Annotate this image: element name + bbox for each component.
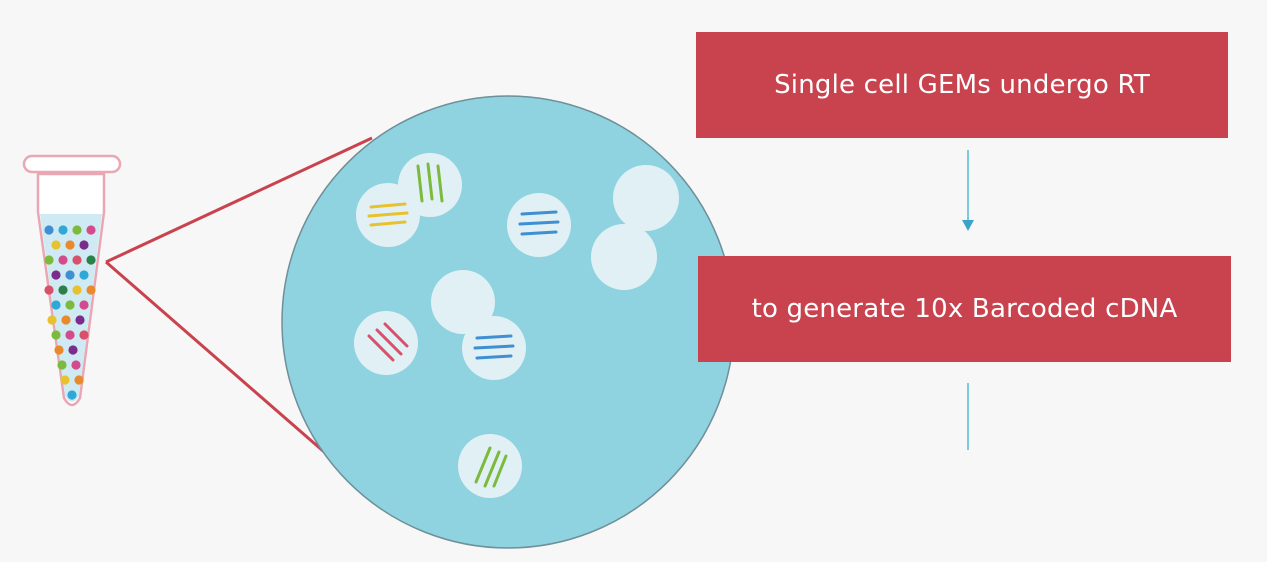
tube-bead [51,270,61,280]
tube-bead [86,285,96,295]
gem-empty-middle [431,270,495,334]
tube-bead [54,345,64,355]
tube-bead [51,240,61,250]
tube-bead [68,345,78,355]
step-label-barcoded-cdna: to generate 10x Barcoded cDNA [751,294,1178,324]
tube-bead [58,255,68,265]
tube-bead [51,330,61,340]
tube-bead [51,300,61,310]
cdna-strands [367,162,560,488]
flow-arrow-head [962,220,974,231]
tube-bead [65,300,75,310]
tube-bead [65,330,75,340]
tube-bead [86,225,96,235]
strands-yellow [367,202,409,227]
step-box-barcoded-cdna: to generate 10x Barcoded cDNA [698,256,1231,362]
tube-bead [61,315,71,325]
tube-bead [67,390,77,400]
tube-bead [79,330,89,340]
tube-bead [58,285,68,295]
tube-bead [86,255,96,265]
tube-bead [65,270,75,280]
tube-bead [72,255,82,265]
step-label-rt: Single cell GEMs undergo RT [774,70,1150,100]
gem-red [354,311,418,375]
strands-green-top [416,162,444,203]
step-box-rt: Single cell GEMs undergo RT [696,32,1228,138]
callout-line-bottom [105,260,339,466]
tube-bead [44,225,54,235]
tube-bead [44,255,54,265]
tube-bead [58,225,68,235]
gem-green-bottom [458,434,522,498]
tube-bead [79,240,89,250]
strands-green-bottom [474,446,508,488]
callout-line-top [105,136,373,264]
strands-blue-middle [473,334,515,360]
gem-empty-right-lower [591,224,657,290]
gem-empty-right-upper [613,165,679,231]
tube-beads [44,225,96,400]
tube-bead [57,360,67,370]
tube-bead [79,300,89,310]
tube-bead [74,375,84,385]
gem-blue-top [507,193,571,257]
tube-bead [65,240,75,250]
tube-bead [72,285,82,295]
tube-bead [47,315,57,325]
tube-cap [22,154,122,174]
tube-bead [71,360,81,370]
strands-red [367,322,409,362]
tube-bead [79,270,89,280]
tube-bead [72,225,82,235]
strands-blue-top [518,210,560,236]
tube-bead [75,315,85,325]
tube-bead [60,375,70,385]
microcentrifuge-tube-icon [22,154,122,407]
tube-bead [44,285,54,295]
